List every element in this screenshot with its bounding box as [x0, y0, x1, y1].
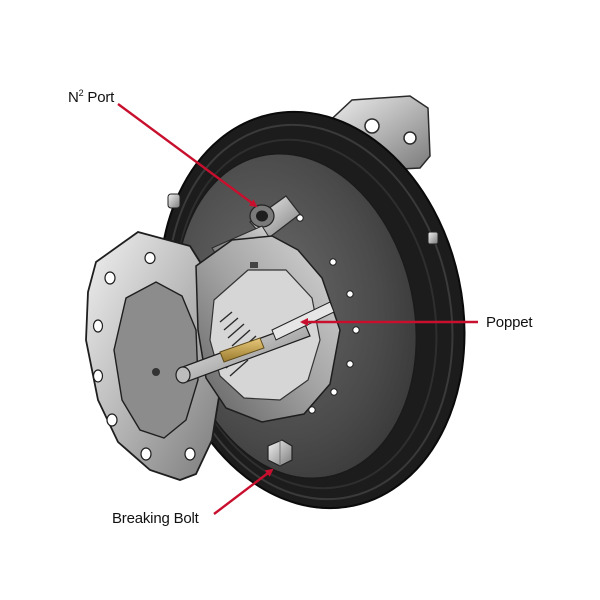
callout-arrows	[117, 103, 478, 515]
breaking-bolt-arrow	[213, 468, 274, 515]
n2-port-label: N2 Port	[68, 88, 115, 106]
breaking-bolt-label: Breaking Bolt	[112, 510, 199, 527]
breaking-bolt-nut	[267, 439, 293, 467]
n2-port-arrow	[117, 103, 258, 208]
valve-body-cutaway	[152, 235, 341, 423]
side-stud	[167, 193, 439, 245]
front-flange	[85, 231, 223, 481]
poppet-label: Poppet	[486, 314, 533, 331]
